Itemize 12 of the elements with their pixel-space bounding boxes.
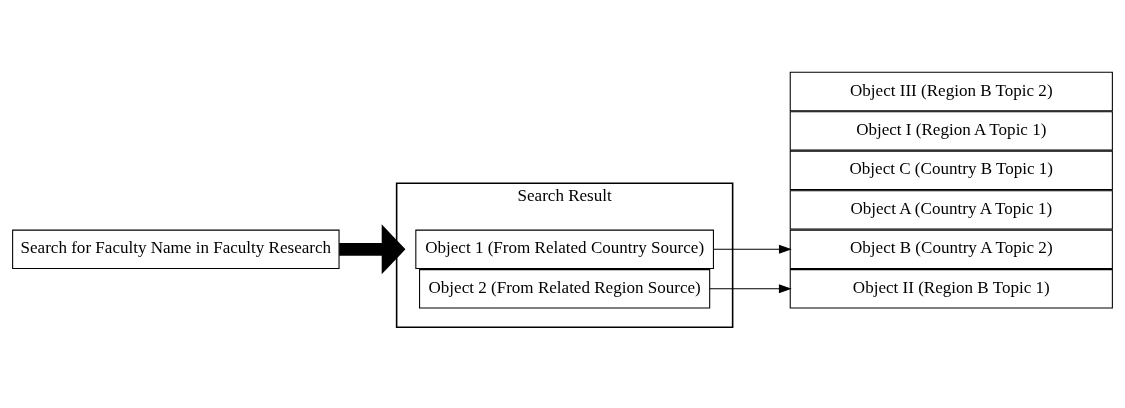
node-box: Search for Faculty Name in Faculty Research	[12, 229, 340, 270]
node-box: Object A (Country A Topic 1)	[789, 190, 1113, 230]
node-box: Object 2 (From Related Region Source)	[419, 269, 711, 309]
node-box: Object B (Country A Topic 2)	[789, 229, 1113, 270]
node-box: Object 1 (From Related Country Source)	[415, 229, 714, 270]
arrow	[713, 244, 792, 254]
node-box: Object I (Region A Topic 1)	[789, 111, 1113, 151]
node-box: Object III (Region B Topic 2)	[789, 71, 1113, 112]
arrow	[709, 284, 792, 294]
node-box: Object II (Region B Topic 1)	[789, 269, 1113, 309]
arrow	[339, 224, 406, 275]
node-box: Object C (Country B Topic 1)	[789, 150, 1113, 191]
